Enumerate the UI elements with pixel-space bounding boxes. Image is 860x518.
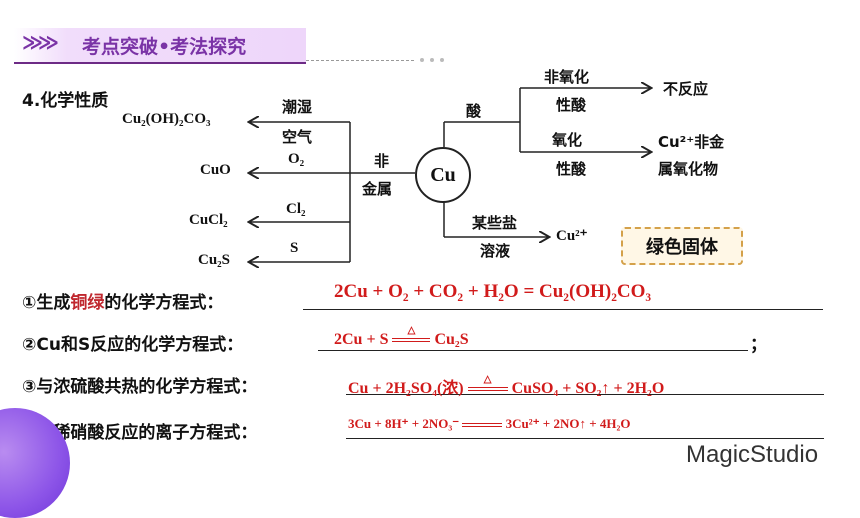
reagent-moist-air: 潮湿 <box>282 98 313 116</box>
section-title: 4.化学性质 <box>22 91 109 111</box>
label-non-oxidizing-acid: 性酸 <box>556 96 587 114</box>
green-solid-badge: 绿色固体 <box>621 227 743 265</box>
label-acid: 酸 <box>466 102 482 120</box>
answer-line-3 <box>346 394 824 395</box>
label-salt-solution: 某些盐 <box>472 214 518 232</box>
punctuation: ； <box>750 335 767 355</box>
reagent-sulfur: S <box>290 240 299 256</box>
label-oxidizing-acid: 性酸 <box>556 160 587 178</box>
result-copper-ion: Cu²⁺ <box>556 228 588 244</box>
product-copper-sulfide: Cu₂S <box>198 252 231 268</box>
question-3: ③与浓硫酸共热的化学方程式： <box>22 377 258 397</box>
result-no-reaction: 不反应 <box>663 80 709 98</box>
question-4: ④与稀硝酸反应的离子方程式： <box>22 423 258 443</box>
label-nonmetal: 金属 <box>362 180 393 198</box>
reaction-diagram <box>0 0 860 484</box>
brand-watermark: MagicStudio <box>686 441 819 468</box>
answer-2: 2Cu + S △ Cu₂S <box>334 325 469 348</box>
reagent-oxygen: O₂ <box>288 151 305 167</box>
reagent-chlorine: Cl₂ <box>286 201 306 217</box>
reagent-moist-air: 空气 <box>282 128 313 146</box>
answer-4: 3Cu + 8H⁺ + 2NO₃⁻ 3Cu²⁺ + 2NO↑ + 4H₂O <box>348 416 631 431</box>
label-nonmetal: 非 <box>374 152 390 170</box>
product-basic-copper-carbonate: Cu₂(OH)₂CO₃ <box>122 111 211 127</box>
dot-icon <box>430 58 434 62</box>
answer-1: 2Cu + O₂ + CO₂ + H₂O = Cu₂(OH)₂CO₃ <box>334 281 652 302</box>
label-oxidizing-acid: 氧化 <box>552 131 583 149</box>
answer-line-4 <box>346 438 824 439</box>
dot-icon <box>420 58 424 62</box>
product-copper-oxide: CuO <box>200 162 231 178</box>
question-2: ②Cu和S反应的化学方程式： <box>22 335 244 355</box>
answer-line-1 <box>303 309 823 310</box>
dot-icon <box>440 58 444 62</box>
result-oxidizing: Cu²⁺非金 <box>658 133 725 151</box>
answer-3: Cu + 2H₂SO₄(浓) △ CuSO₄ + SO₂↑ + 2H₂O <box>348 374 665 397</box>
answer-line-2 <box>318 350 748 351</box>
header-divider <box>306 60 414 61</box>
page-title: 考点突破•考法探究 <box>82 36 247 58</box>
label-salt-solution: 溶液 <box>480 242 511 260</box>
label-non-oxidizing-acid: 非氧化 <box>544 68 590 86</box>
header-banner <box>14 28 306 64</box>
result-oxidizing: 属氧化物 <box>658 160 719 178</box>
highlight-patina: 铜绿 <box>70 293 105 313</box>
copper-node: Cu <box>415 147 471 203</box>
chevrons-icon: ≫≫ <box>22 30 59 54</box>
question-1: ①生成铜绿的化学方程式： <box>22 293 224 313</box>
product-copper-chloride: CuCl₂ <box>189 212 228 228</box>
